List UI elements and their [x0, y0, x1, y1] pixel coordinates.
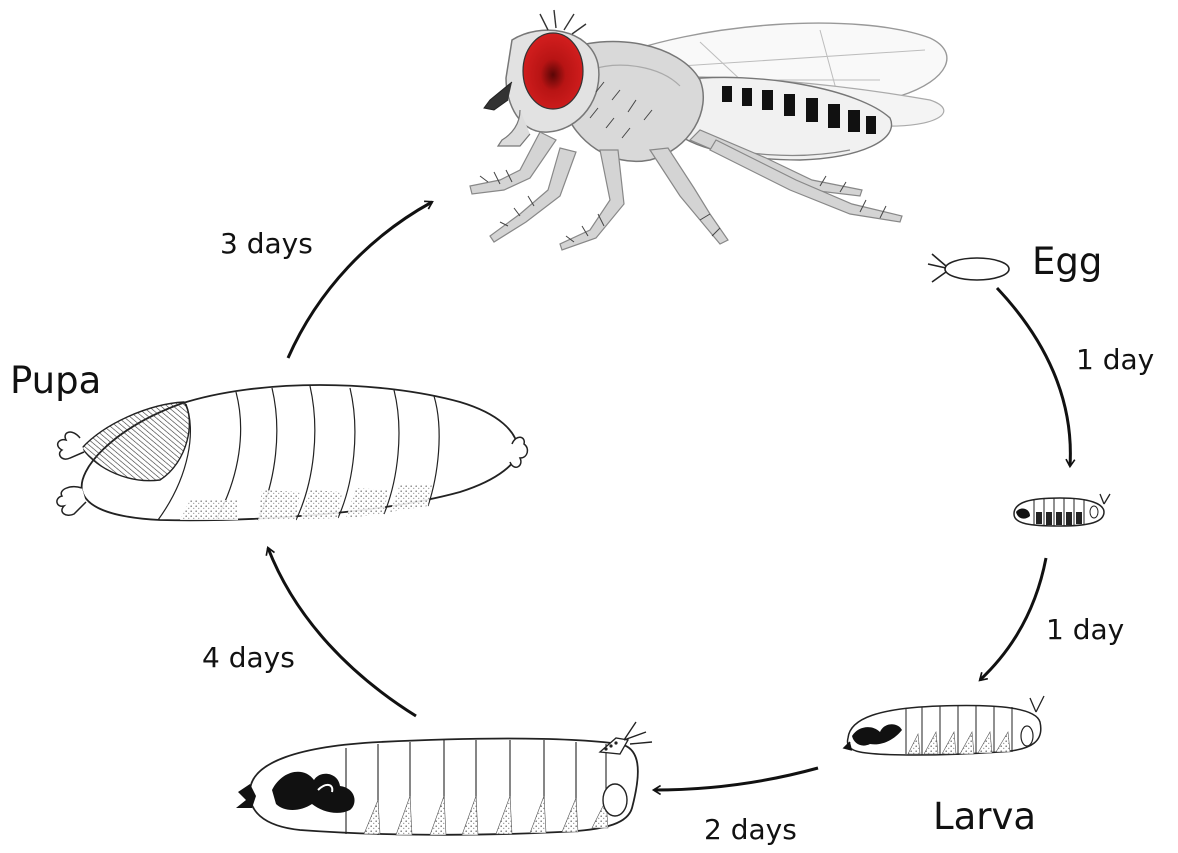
arrow-first-instar-to-second-instar: [980, 558, 1046, 680]
adult-fly-illustration: [470, 10, 947, 250]
first-instar-larva-illustration: [1014, 494, 1110, 526]
pupa-stage-label: Pupa: [10, 359, 101, 402]
arrow-pupa-to-adult: [288, 202, 432, 358]
fly-leg-hind: [650, 148, 728, 244]
third-instar-larva-illustration: [236, 722, 652, 835]
arrow-second-instar-to-third-instar: [654, 768, 818, 790]
pupa-illustration: [57, 385, 528, 520]
pupa-to-adult-duration-label: 3 days: [220, 227, 313, 260]
first-to-second-instar-duration-label: 1 day: [1046, 613, 1124, 646]
second-instar-larva-illustration: [844, 696, 1044, 755]
arrow-third-instar-to-pupa: [268, 548, 416, 716]
egg-illustration: [928, 254, 1009, 282]
second-to-third-instar-duration-label: 2 days: [704, 813, 797, 846]
egg-stage-label: Egg: [1032, 240, 1102, 283]
larva-to-pupa-duration-label: 4 days: [202, 641, 295, 674]
arrow-egg-to-first-instar: [997, 288, 1070, 466]
fly-compound-eye: [523, 33, 583, 109]
egg-to-larva-duration-label: 1 day: [1076, 343, 1154, 376]
larva-stage-label: Larva: [933, 795, 1036, 838]
